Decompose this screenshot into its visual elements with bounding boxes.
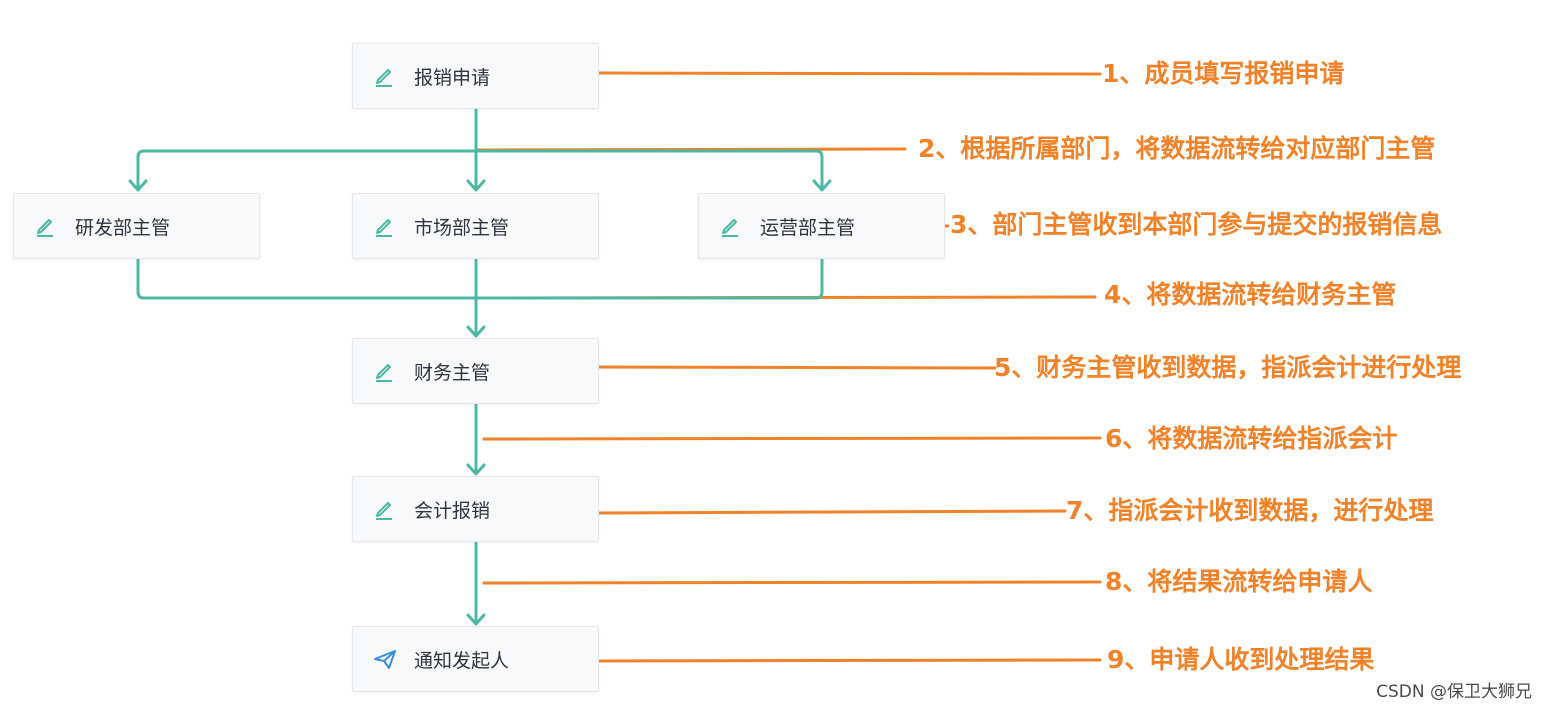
node-label: 通知发起人 [414,649,510,672]
annotation-6: 6、将数据流转给指派会计 [1105,424,1398,453]
arrowhead-market [466,179,486,192]
node-label: 财务主管 [414,361,491,384]
node-label: 市场部主管 [414,216,510,239]
send-icon [373,648,396,670]
node-finance-manager[interactable]: 财务主管 [352,338,599,404]
leader-line-6 [482,436,1102,441]
node-rd-manager[interactable]: 研发部主管 [13,193,260,259]
arrowhead-notify [466,613,486,626]
arrowhead-ops [812,179,832,192]
leader-line-9 [598,658,1102,663]
node-market-manager[interactable]: 市场部主管 [352,193,599,259]
annotation-9: 9、申请人收到处理结果 [1107,645,1375,674]
node-label: 运营部主管 [760,216,856,239]
pencil-icon [373,360,395,382]
pencil-icon [373,65,395,87]
connector-branch-ops [474,149,824,190]
leader-line-5 [598,365,997,370]
pencil-icon [719,215,741,237]
leader-line-7 [598,509,1067,515]
annotation-3: 3、部门主管收到本部门参与提交的报销信息 [950,210,1443,239]
node-notify[interactable]: 通知发起人 [352,626,599,692]
annotation-4: 4、将数据流转给财务主管 [1104,280,1397,309]
leader-line-8 [482,580,1102,585]
connector-rd-merge [136,258,478,300]
pencil-icon [34,215,56,237]
connector-ops-merge [474,258,824,300]
node-label: 研发部主管 [75,216,171,239]
arrowhead-accountant [466,463,486,476]
node-ops-manager[interactable]: 运营部主管 [698,193,945,259]
leader-line-1 [598,71,1102,76]
annotation-1: 1、成员填写报销申请 [1102,59,1345,88]
annotation-8: 8、将结果流转给申请人 [1105,567,1373,596]
annotation-7: 7、指派会计收到数据，进行处理 [1066,496,1434,525]
watermark: CSDN @保卫大狮兄 [1376,682,1532,702]
node-label: 会计报销 [414,499,491,522]
pencil-icon [373,215,395,237]
connector-branch-rd [136,149,478,190]
annotation-5: 5、财务主管收到数据，指派会计进行处理 [994,353,1462,382]
node-label: 报销申请 [414,66,491,89]
node-apply[interactable]: 报销申请 [352,43,599,109]
node-accountant[interactable]: 会计报销 [352,476,599,542]
arrowhead-rd [128,179,148,192]
annotation-2: 2、根据所属部门，将数据流转给对应部门主管 [918,134,1436,163]
pencil-icon [373,498,395,520]
arrowhead-finance [466,325,486,338]
